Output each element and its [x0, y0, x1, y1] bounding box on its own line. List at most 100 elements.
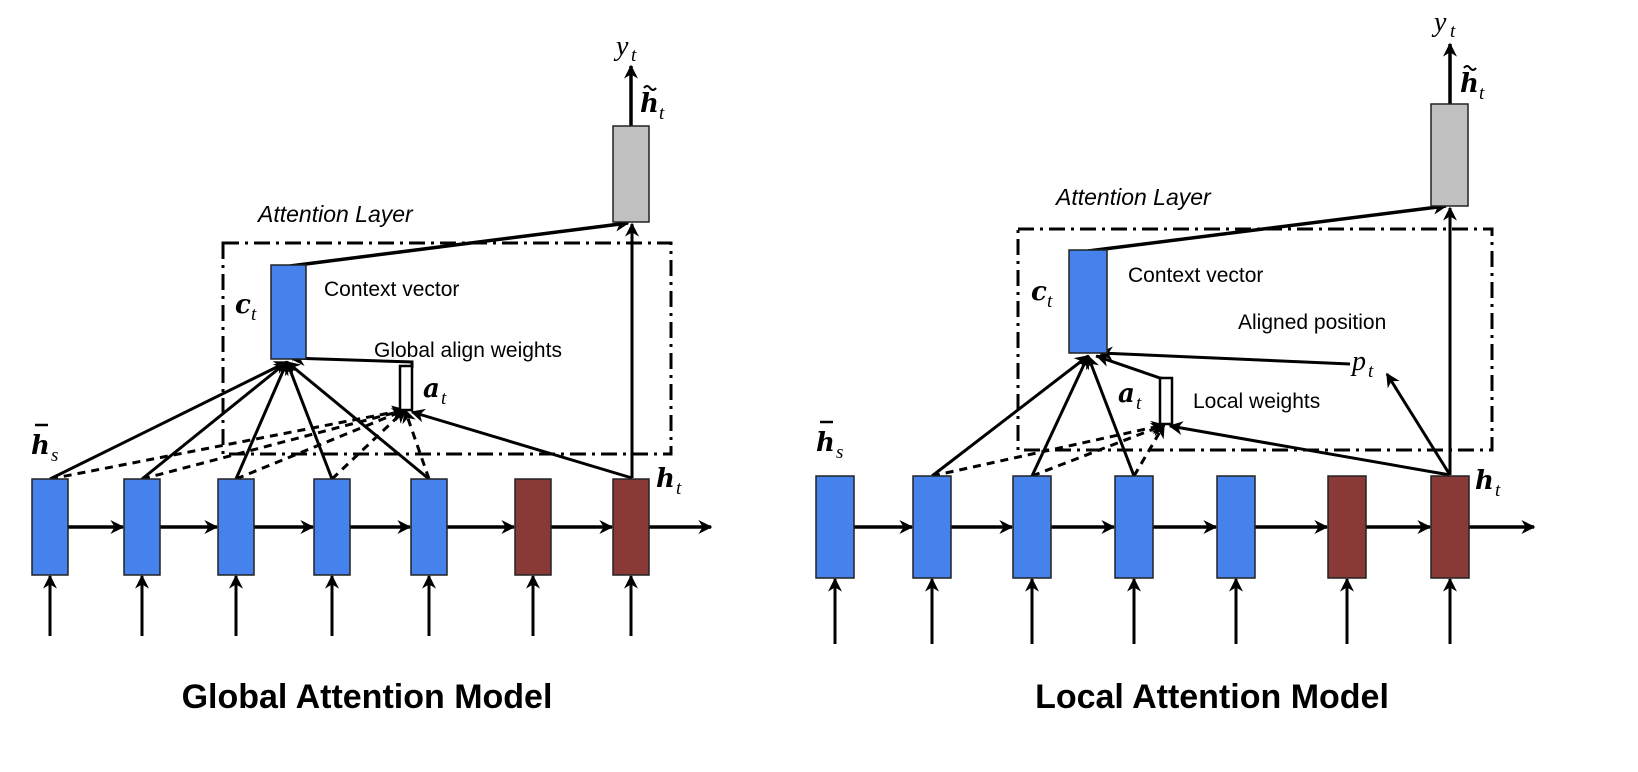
- context-line: [284, 360, 334, 480]
- y-t-symbol: y t: [1431, 7, 1456, 42]
- alignment-dashed-line: [141, 406, 407, 481]
- output-state-box: [612, 125, 650, 223]
- decoder-state-box: [612, 478, 650, 576]
- context-line: [285, 360, 430, 481]
- encoder-state-box: [912, 475, 952, 579]
- alignment-dashed-line: [1132, 423, 1166, 477]
- svg-text:t: t: [1136, 393, 1142, 414]
- encoder-state-box: [217, 478, 255, 576]
- output-state-box: [1430, 103, 1469, 207]
- alignment-dashed-lines: [931, 420, 1166, 478]
- h-tilde-t-symbol: h t: [640, 85, 665, 124]
- local-attention-panel: Attention Layer Context vector Aligned p…: [815, 7, 1536, 716]
- encoder-state-box: [815, 475, 855, 579]
- y-t-symbol: y t: [613, 31, 637, 66]
- svg-text:c: c: [235, 290, 251, 320]
- encoder-state-box: [31, 478, 69, 576]
- global-caption: Global Attention Model: [182, 678, 553, 716]
- pt-to-context-line: [1098, 346, 1351, 366]
- h-bar-s-symbol: h s: [31, 423, 58, 466]
- context-line: [931, 354, 1090, 478]
- context-solid-lines: [49, 360, 430, 481]
- alignment-dashed-line: [1031, 423, 1166, 478]
- svg-text:s: s: [51, 445, 58, 466]
- context-line: [1085, 354, 1136, 477]
- svg-text:t: t: [441, 388, 447, 409]
- decoder-state-box: [1327, 475, 1367, 579]
- context-line: [1030, 354, 1090, 477]
- context-vector-label: Context vector: [324, 278, 459, 301]
- weights-to-context-arrowhead: [1095, 353, 1112, 367]
- alignment-dashed-line: [402, 408, 431, 480]
- svg-text:h: h: [1475, 466, 1494, 496]
- aligned-position-label: Aligned position: [1238, 311, 1386, 334]
- attention-layer-label: Attention Layer: [1054, 184, 1212, 210]
- attention-layer-box: [1016, 227, 1494, 452]
- h-bar-s-symbol: h s: [816, 420, 843, 463]
- ht-to-pt-arrow: [1385, 372, 1452, 476]
- svg-text:s: s: [836, 442, 843, 463]
- svg-text:t: t: [631, 45, 637, 66]
- h-t-symbol: h t: [1475, 466, 1501, 501]
- encoder-state-box: [1216, 475, 1256, 579]
- svg-text:h: h: [31, 431, 50, 461]
- encoder-state-box: [123, 478, 161, 576]
- svg-text:h: h: [1460, 69, 1479, 99]
- context-line: [141, 360, 289, 481]
- ht-to-weights-arrow: [1168, 421, 1451, 477]
- align-weights-box: [398, 364, 414, 412]
- svg-text:t: t: [1368, 361, 1374, 382]
- a-t-symbol: a t: [423, 374, 447, 409]
- h-tilde-t-symbol: h t: [1460, 65, 1485, 104]
- context-to-output-arrow: [1087, 200, 1448, 253]
- rnn-states: [815, 475, 1470, 579]
- h-t-symbol: h t: [656, 464, 682, 499]
- local-weights-label: Local weights: [1193, 390, 1320, 413]
- decoder-state-box: [1430, 475, 1470, 579]
- local-weights-box: [1158, 376, 1174, 426]
- svg-text:t: t: [676, 478, 682, 499]
- c-t-symbol: c t: [1031, 277, 1053, 312]
- svg-text:t: t: [251, 304, 257, 325]
- svg-text:y: y: [1431, 7, 1447, 38]
- svg-text:t: t: [659, 103, 665, 124]
- context-vector-box: [1068, 249, 1108, 354]
- alignment-dashed-line: [49, 405, 407, 481]
- local-caption: Local Attention Model: [1035, 678, 1389, 716]
- encoder-state-box: [410, 478, 448, 576]
- input-arrows: [43, 574, 638, 636]
- encoder-state-box: [1012, 475, 1052, 579]
- attention-layer-box: [221, 241, 673, 456]
- svg-text:p: p: [1350, 346, 1366, 377]
- svg-text:h: h: [640, 89, 659, 119]
- context-solid-lines: [931, 354, 1136, 478]
- svg-text:h: h: [816, 428, 835, 458]
- svg-text:a: a: [1118, 379, 1135, 409]
- decoder-state-box: [514, 478, 552, 576]
- alignment-dashed-line: [235, 408, 407, 481]
- a-t-symbol: a t: [1118, 379, 1142, 414]
- attention-layer-label: Attention Layer: [256, 201, 414, 227]
- alignment-dashed-line: [330, 408, 407, 481]
- svg-text:t: t: [1047, 291, 1053, 312]
- input-arrows: [828, 577, 1457, 644]
- c-t-symbol: c t: [235, 290, 257, 325]
- svg-text:t: t: [1479, 83, 1485, 104]
- context-vector-box: [270, 264, 307, 360]
- p-t-symbol: p t: [1350, 346, 1374, 382]
- svg-text:t: t: [1495, 480, 1501, 501]
- svg-text:y: y: [613, 31, 629, 62]
- context-to-output-arrow: [289, 217, 630, 268]
- encoder-state-box: [313, 478, 351, 576]
- svg-text:h: h: [656, 464, 675, 494]
- svg-text:c: c: [1031, 277, 1047, 307]
- rnn-states: [31, 478, 650, 576]
- global-attention-panel: Attention Layer Context vector Global al…: [31, 31, 713, 716]
- svg-text:a: a: [423, 374, 440, 404]
- alignment-dashed-line: [931, 420, 1166, 478]
- context-line: [49, 360, 289, 481]
- global-align-weights-label: Global align weights: [374, 339, 562, 362]
- context-line: [234, 360, 289, 480]
- svg-text:t: t: [1450, 21, 1456, 42]
